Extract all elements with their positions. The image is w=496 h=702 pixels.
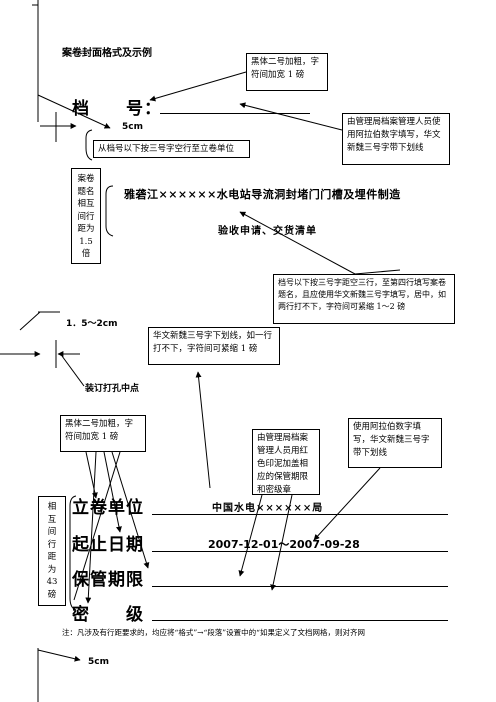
callout-file-number-rule: 由管理局档案管理人员使用阿拉伯数字填写，华文新魏三号字带下划线 xyxy=(342,113,450,165)
callout-arabic-rule: 使用阿拉伯数字填写，华文新魏三号字带下划线 xyxy=(348,418,442,468)
case-title-line-2: 验收申请、交货清单 xyxy=(218,226,317,237)
field-value-dates: 2007-12-01～2007-09-28 xyxy=(208,538,360,551)
callout-blank-lines-rule: 从档号以下按三号字空行至立卷单位 xyxy=(93,140,250,158)
bottom-margin-5cm: 5cm xyxy=(88,657,109,667)
binding-margin-label: 1．5～2cm xyxy=(66,319,118,329)
callout-font-shrink-rule: 华文新魏三号字下划线，如一行打不下，字符间可紧缩 1 磅 xyxy=(148,327,280,365)
field-underline-unit xyxy=(152,514,448,515)
file-number-underline xyxy=(160,113,310,114)
footnote: 注：凡涉及有行距要求的，均应将“格式”→“段落”设置中的“如果定义了文档网格，则… xyxy=(62,628,365,637)
callout-heiti-bold-2: 黑体二号加粗，字符间加宽 1 磅 xyxy=(60,415,146,452)
field-value-unit: 中国水电××××××局 xyxy=(212,503,324,514)
callout-title-line-spacing: 案卷 题名 相互 间行 距为 1.5 倍 xyxy=(71,168,101,264)
page-title: 案卷封面格式及示例 xyxy=(62,48,152,59)
field-underline-retention xyxy=(152,586,448,587)
callout-row-spacing: 相 互 间 行 距 为 43 磅 xyxy=(38,496,66,606)
top-margin-5cm: 5cm xyxy=(122,122,143,132)
callout-red-seal-rule: 由管理局档案管理人员用红色印泥加盖相应的保管期限和密级章 xyxy=(252,429,320,495)
field-label-classification: 密 级 xyxy=(72,605,144,625)
callout-heiti-bold: 黑体二号加粗，字符间加宽 1 磅 xyxy=(246,53,328,91)
file-number-label: 档 号： xyxy=(72,99,162,119)
field-underline-dates xyxy=(152,551,448,552)
binding-hole-label: 装订打孔中点 xyxy=(85,384,140,394)
field-label-unit: 立卷单位 xyxy=(72,498,144,518)
callout-title-rule: 档号以下按三号字距空三行，至第四行填写案卷题名，且应使用华文新魏三号字填写，居中… xyxy=(273,274,455,324)
field-underline-classification xyxy=(152,620,448,621)
case-title-line-1: 雅砻江××××××水电站导流洞封堵门门槽及埋件制造 xyxy=(124,188,401,201)
